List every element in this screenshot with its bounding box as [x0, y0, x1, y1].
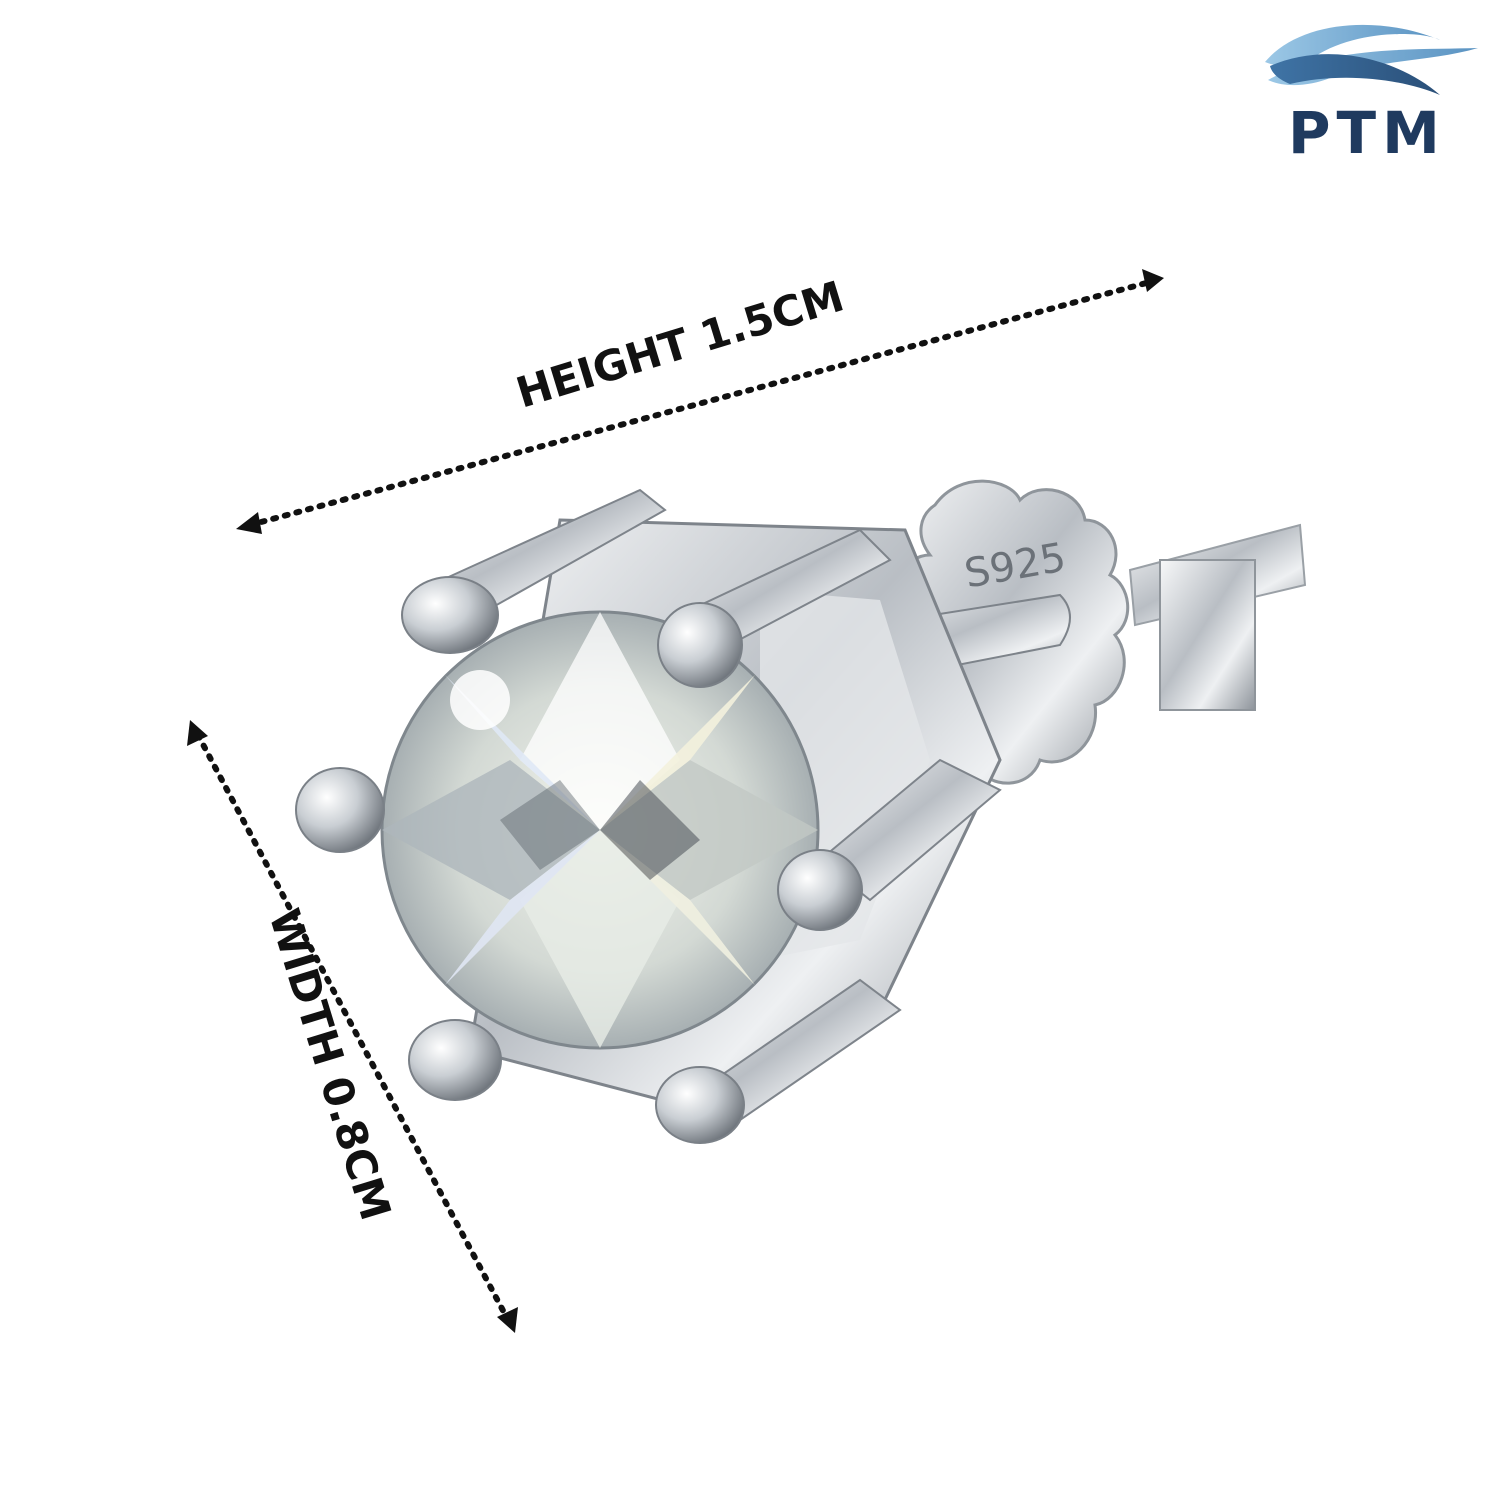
logo-mark [1265, 24, 1478, 95]
prong-tips [295, 576, 863, 1144]
logo-text: PTM [1288, 99, 1446, 167]
gemstone [380, 610, 820, 1050]
width-dimension-arrow [187, 720, 518, 1333]
height-dimension-arrow [236, 269, 1164, 534]
